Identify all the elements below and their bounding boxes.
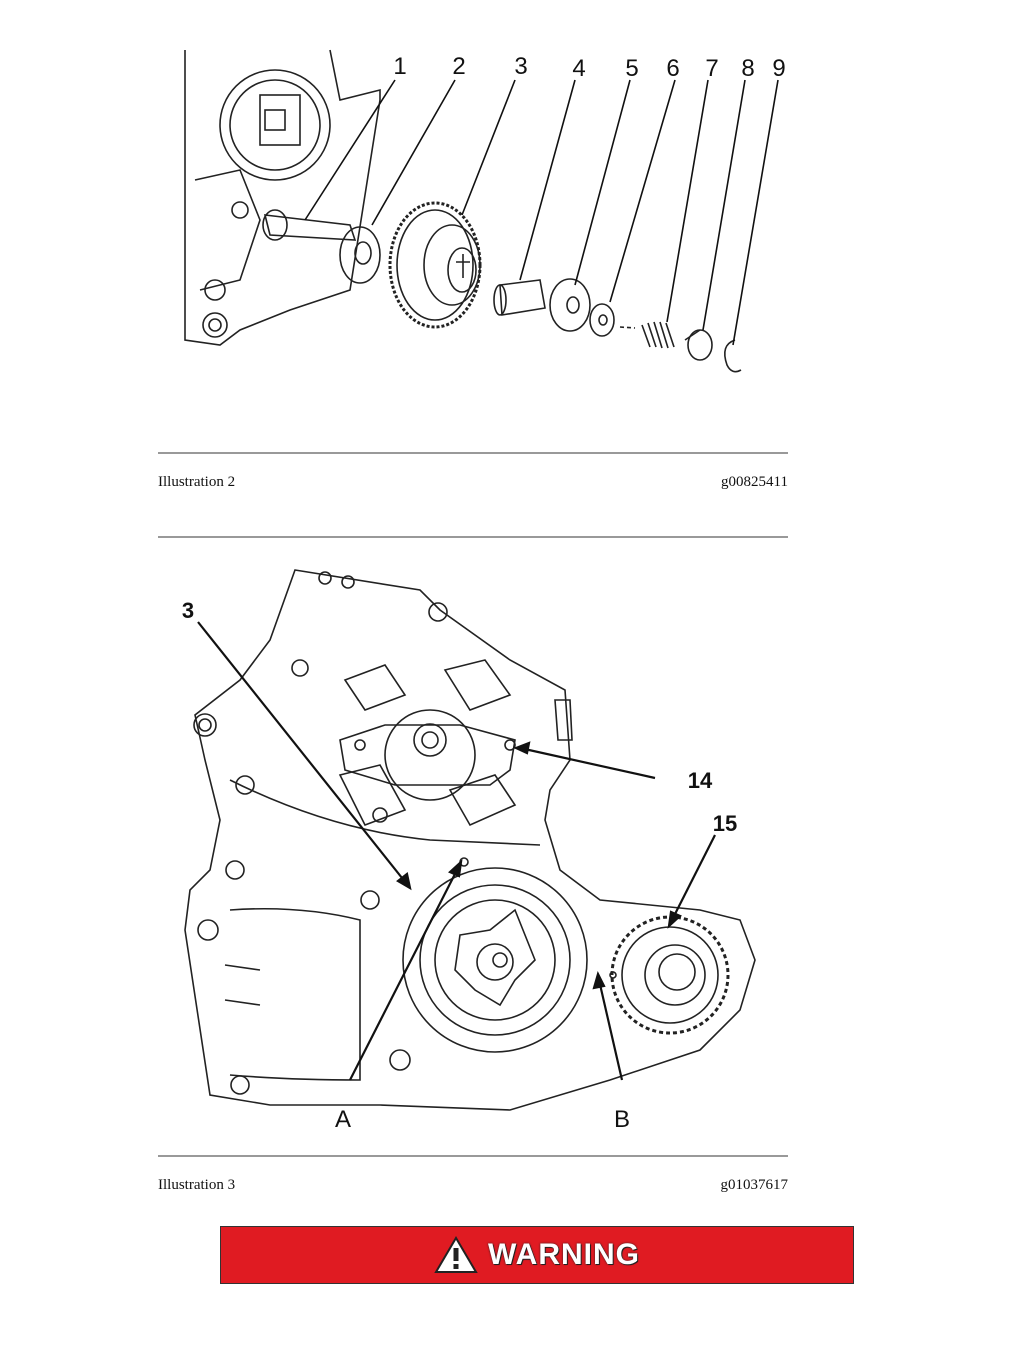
callout-8: 8 [741,55,754,82]
divider [158,452,788,454]
caption-label: Illustration 2 [158,474,236,490]
divider [158,1155,788,1157]
callout-9: 9 [772,55,785,82]
divider [158,536,788,538]
callout-14: 14 [688,768,713,793]
callout-1: 1 [393,53,406,80]
warning-banner: WARNING [220,1226,854,1284]
timing-mark-b-label: B [614,1106,630,1133]
caption-label: Illustration 3 [158,1177,236,1193]
caption-code: g01037617 [720,1177,789,1193]
illustration-3-drawing: 3 14 15 A B [182,569,756,1133]
callout-5: 5 [625,55,638,82]
callout-6: 6 [666,55,679,82]
callout-15: 15 [713,811,737,836]
callout-2: 2 [452,53,465,80]
caption-code: g00825411 [721,474,788,490]
callout-4: 4 [572,55,585,82]
callout-3: 3 [182,598,194,623]
warning-triangle-icon [434,1236,478,1273]
illustration-2-drawing: 1 2 3 4 5 6 7 8 9 [184,49,786,373]
warning-label: WARNING [488,1238,640,1271]
callout-7: 7 [705,55,718,82]
timing-mark-a-label: A [335,1106,351,1133]
caption-illustration-2: Illustration 2 g00825411 [158,474,788,491]
callout-3: 3 [514,53,527,80]
caption-illustration-3: Illustration 3 g01037617 [158,1177,788,1194]
